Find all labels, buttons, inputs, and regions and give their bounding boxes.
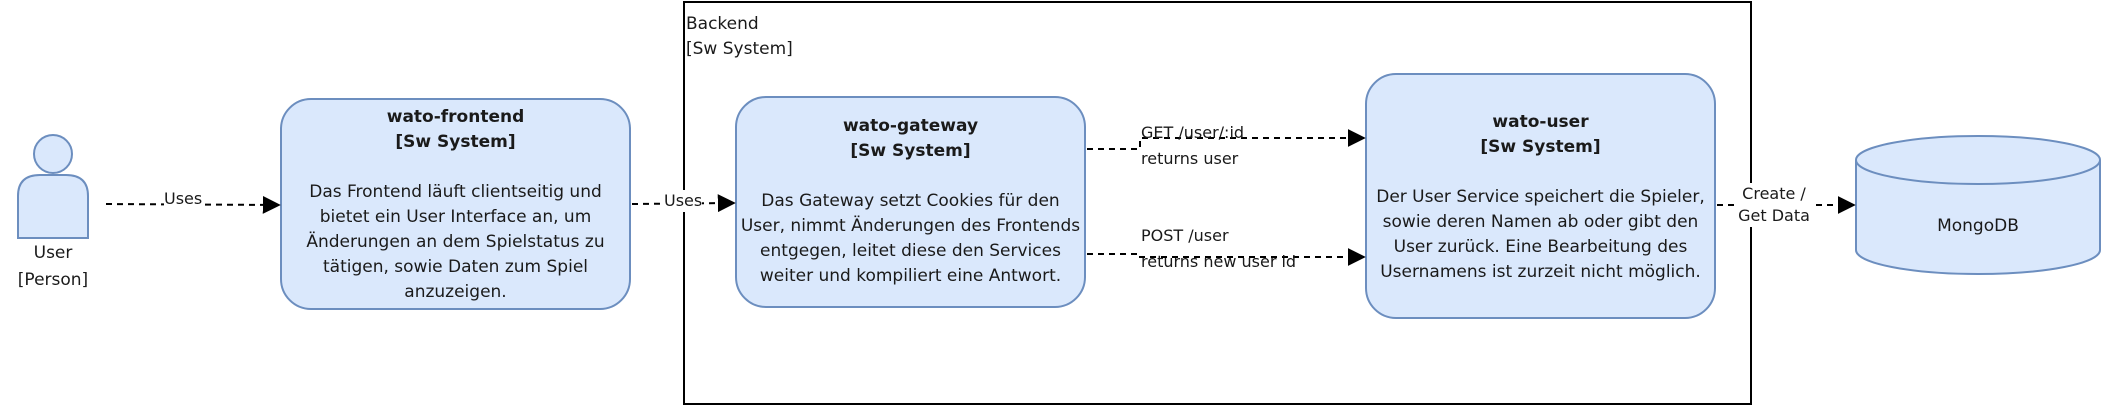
- frontend-box[interactable]: [280, 98, 631, 310]
- user-service-text: wato-user [Sw System] Der User Service s…: [1374, 110, 1707, 285]
- mongodb-label: MongoDB: [1937, 216, 2019, 236]
- post-user-response: returns new user id: [1141, 252, 1297, 271]
- edge-label-db: Create / Get Data: [1734, 183, 1814, 227]
- gateway-description: Das Gateway setzt Cookies für den User, …: [740, 191, 1081, 286]
- db-label-line2: Get Data: [1738, 206, 1810, 225]
- frontend-title: wato-frontend: [386, 107, 525, 127]
- db-label-line1: Create /: [1742, 184, 1806, 203]
- user-service-type: [Sw System]: [1480, 137, 1601, 157]
- gateway-type: [Sw System]: [850, 141, 971, 161]
- frontend-description: Das Frontend läuft clientseitig und biet…: [306, 182, 605, 302]
- get-user-response: returns user: [1141, 149, 1239, 168]
- person-label: User [Person]: [8, 240, 98, 294]
- boundary-type: [Sw System]: [686, 39, 793, 59]
- backend-boundary-label: Backend [Sw System]: [686, 12, 793, 62]
- boundary-name: Backend: [686, 14, 759, 34]
- gateway-title: wato-gateway: [842, 116, 979, 136]
- frontend-type: [Sw System]: [395, 132, 516, 152]
- post-user-request: POST /user: [1141, 226, 1229, 245]
- person-type: [Person]: [17, 270, 89, 290]
- user-person-icon[interactable]: [17, 134, 89, 239]
- mongodb-database-icon[interactable]: [1855, 135, 2101, 275]
- user-service-title: wato-user: [1492, 112, 1589, 132]
- frontend-text: wato-frontend [Sw System] Das Frontend l…: [296, 105, 615, 305]
- edge-label-user-frontend: Uses: [164, 188, 203, 210]
- edge-get-user[interactable]: [1087, 129, 1366, 150]
- user-service-box[interactable]: [1365, 73, 1716, 319]
- edge-label-post-user: POST /user returns new user id: [1141, 225, 1296, 273]
- edge-user-frontend[interactable]: [105, 195, 281, 214]
- edge-post-user[interactable]: [1087, 248, 1366, 266]
- get-user-request: GET /user/:id: [1141, 123, 1245, 142]
- edge-label-frontend-gateway: Uses: [664, 190, 703, 212]
- edge-label-get-user: GET /user/:id returns user: [1141, 122, 1244, 170]
- gateway-text: wato-gateway [Sw System] Das Gateway set…: [740, 114, 1081, 289]
- person-name: User: [33, 243, 73, 263]
- user-service-description: Der User Service speichert die Spieler, …: [1376, 187, 1705, 282]
- gateway-box[interactable]: [735, 96, 1086, 308]
